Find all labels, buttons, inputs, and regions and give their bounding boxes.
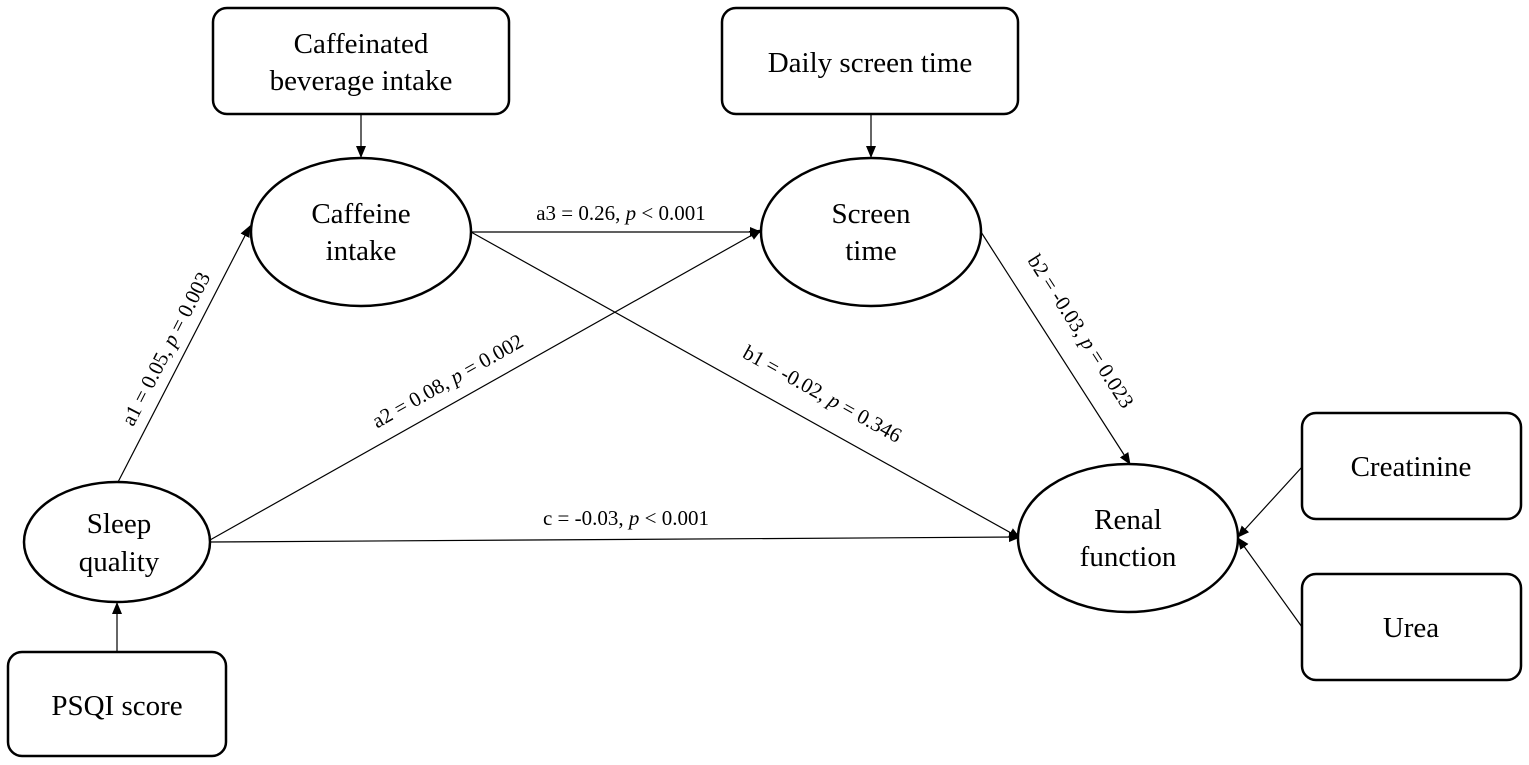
creatinine-label: Creatinine (1351, 451, 1472, 483)
psqi-score-label: PSQI score (51, 690, 182, 722)
urea-label: Urea (1383, 612, 1439, 644)
psqi-score-box: PSQI score (6, 650, 228, 758)
caffeinated-beverage-intake-box: Caffeinated beverage intake (211, 6, 511, 116)
sleep-quality-node: Sleep quality (22, 480, 212, 604)
path-b1-arrow (470, 231, 1021, 539)
daily-screen-time-box: Daily screen time (720, 6, 1020, 116)
screen-time-label-line1: Screen (832, 198, 911, 230)
sleep-quality-label-line2: quality (79, 546, 160, 578)
path-b2-arrow (980, 231, 1131, 465)
urea-box: Urea (1300, 572, 1523, 682)
path-c-arrow (209, 532, 1021, 543)
path-a1-label: a1 = 0.05, p = 0.003 (116, 268, 215, 430)
renal-function-label-line1: Renal (1094, 504, 1162, 536)
screen-time-label-line2: time (845, 235, 897, 267)
daily-screen-time-label: Daily screen time (768, 47, 973, 79)
caffeinated-beverage-label-line1: Caffeinated (294, 28, 429, 60)
caffeinated-beverage-label-line2: beverage intake (270, 65, 453, 97)
renal-function-label-line2: function (1080, 541, 1177, 573)
path-a3-label: a3 = 0.26, p < 0.001 (536, 201, 706, 225)
path-c-label: c = -0.03, p < 0.001 (543, 506, 709, 530)
caffeine-intake-label-line2: intake (326, 235, 397, 267)
caffeine-intake-label-line1: Caffeine (311, 198, 410, 230)
arrow-urea-to-renal-function (1237, 537, 1303, 628)
path-a2-arrow (209, 229, 762, 541)
creatinine-box: Creatinine (1300, 411, 1523, 521)
renal-function-node: Renal function (1016, 462, 1240, 614)
caffeine-intake-node: Caffeine intake (249, 156, 473, 308)
arrow-creatinine-to-renal-function (1237, 466, 1303, 538)
screen-time-node: Screen time (759, 156, 983, 308)
path-a1-arrow (116, 225, 251, 485)
path-b1-label: b1 = -0.02, p = 0.346 (739, 340, 906, 447)
sleep-quality-label-line1: Sleep (87, 508, 151, 540)
path-a2-label: a2 = 0.08, p = 0.002 (368, 329, 527, 433)
